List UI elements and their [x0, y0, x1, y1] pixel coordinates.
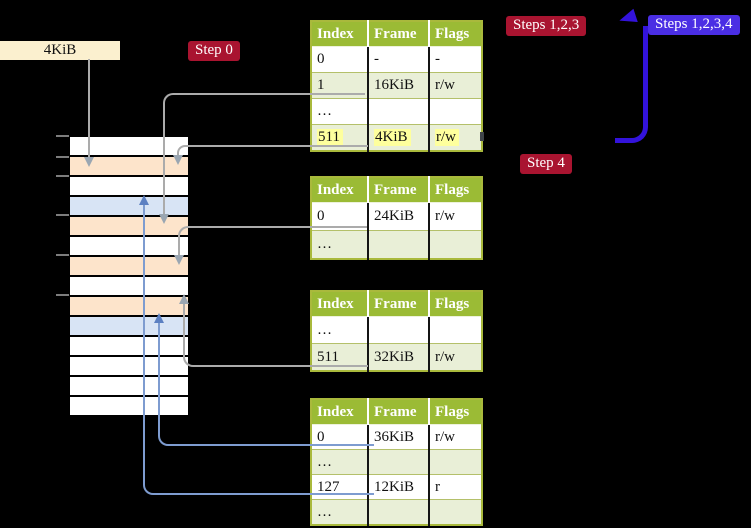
table-cell: …	[311, 98, 369, 125]
column-header: Flags	[429, 177, 482, 203]
recursive-loop-arrow	[615, 26, 648, 143]
table-row: …	[311, 98, 482, 125]
memory-frame-orange	[70, 297, 188, 315]
table-cell: r/w	[429, 202, 482, 231]
address-tick	[56, 294, 69, 296]
table-cell	[429, 316, 482, 344]
table-cell: …	[311, 499, 369, 525]
table-cell	[429, 499, 482, 525]
column-header: Frame	[368, 291, 430, 317]
table-row: …	[311, 316, 482, 344]
memory-frame-white	[70, 137, 188, 155]
step0-badge: Step 0	[188, 41, 240, 61]
connector-table1-entry511	[177, 145, 368, 159]
table-cell	[429, 449, 482, 475]
table-cell	[429, 230, 482, 259]
address-tick	[56, 175, 69, 177]
table-cell: r/w	[429, 72, 482, 99]
memory-frame-orange	[70, 157, 188, 175]
address-tick	[56, 254, 69, 256]
table-cell: 12KiB	[368, 474, 430, 500]
steps1234-badge: Steps 1,2,3,4	[648, 15, 740, 35]
frame-size-label: 4KiB	[0, 41, 120, 60]
table-cell	[368, 499, 430, 525]
arrowhead-down-icon	[174, 255, 184, 265]
column-header: Flags	[429, 399, 482, 425]
column-header: Index	[311, 399, 369, 425]
memory-frame-orange	[70, 217, 188, 235]
arrowhead-up-icon	[179, 294, 189, 304]
memory-frame-orange	[70, 257, 188, 275]
connector-table4-entry0	[158, 322, 374, 446]
memory-frame-white	[70, 237, 188, 255]
column-header: Flags	[429, 291, 482, 317]
memory-frame-white	[70, 277, 188, 295]
table-cell	[368, 316, 430, 344]
table-cell: 0	[311, 46, 369, 73]
table-cell: r/w	[429, 124, 482, 151]
table-cell	[368, 230, 430, 259]
arrowhead-down-icon	[84, 157, 94, 167]
table-cell: r	[429, 474, 482, 500]
column-header: Flags	[429, 21, 482, 47]
connector-table1-entry1	[163, 93, 365, 217]
column-header: Index	[311, 177, 369, 203]
column-header: Frame	[368, 177, 430, 203]
connector-table2-entry0	[178, 226, 367, 258]
table-row: …	[311, 449, 482, 475]
address-tick	[56, 135, 69, 137]
memory-frame-white	[70, 177, 188, 195]
table-cell: 32KiB	[368, 343, 430, 371]
column-header: Frame	[368, 21, 430, 47]
address-tick	[56, 156, 69, 158]
connector-table4-entry127	[143, 203, 374, 495]
connector-table3-entry511	[183, 303, 368, 367]
arrowhead-down-icon	[159, 214, 169, 224]
column-header: Index	[311, 21, 369, 47]
table-cell	[368, 449, 430, 475]
table-cell: 4KiB	[368, 124, 430, 151]
table-cell: r/w	[429, 343, 482, 371]
table-cell: r/w	[429, 424, 482, 450]
arrowhead-up-icon	[154, 313, 164, 323]
arrowhead-up-icon	[139, 195, 149, 205]
table-cell: 36KiB	[368, 424, 430, 450]
recursive-loop-arrowhead-icon	[617, 8, 638, 28]
table-cell: …	[311, 449, 369, 475]
table-cell: 24KiB	[368, 202, 430, 231]
table-cell: -	[429, 46, 482, 73]
entry511-arrow-stub	[480, 132, 484, 141]
arrowhead-down-icon	[173, 155, 183, 165]
table-cell: 127	[311, 474, 369, 500]
table-cell: -	[368, 46, 430, 73]
table-row: …	[311, 499, 482, 525]
table-cell	[429, 98, 482, 125]
step4-badge: Step 4	[520, 154, 572, 174]
connector-label-to-frame	[88, 59, 92, 158]
table-cell: 16KiB	[368, 72, 430, 99]
table-cell	[368, 98, 430, 125]
memory-frame-blue	[70, 197, 188, 215]
column-header: Frame	[368, 399, 430, 425]
table-row: 0--	[311, 46, 482, 73]
steps123-badge: Steps 1,2,3	[506, 16, 587, 36]
address-tick	[56, 214, 69, 216]
